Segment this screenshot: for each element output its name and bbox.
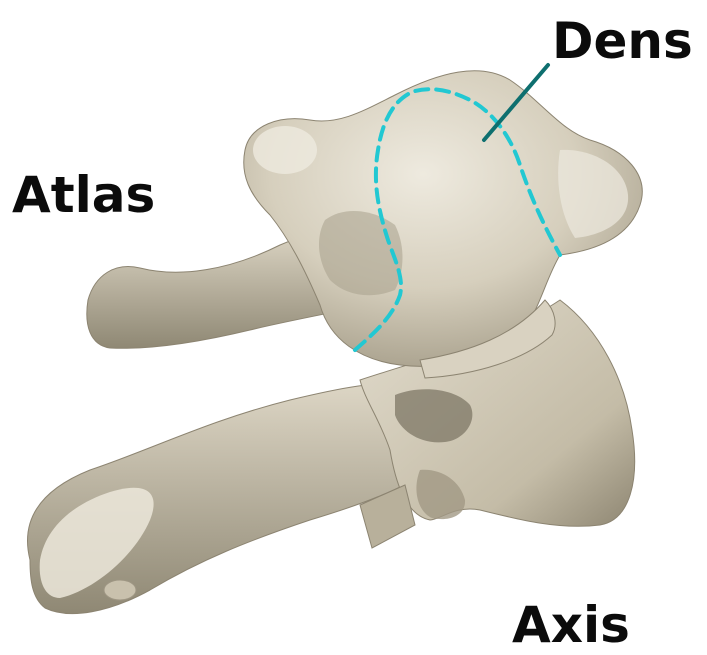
- dens-label: Dens: [552, 12, 693, 70]
- axis-tip-hole: [104, 580, 136, 600]
- axis-label: Axis: [512, 596, 630, 654]
- atlas-label: Atlas: [12, 166, 155, 224]
- atlas-condyle-highlight: [253, 126, 317, 174]
